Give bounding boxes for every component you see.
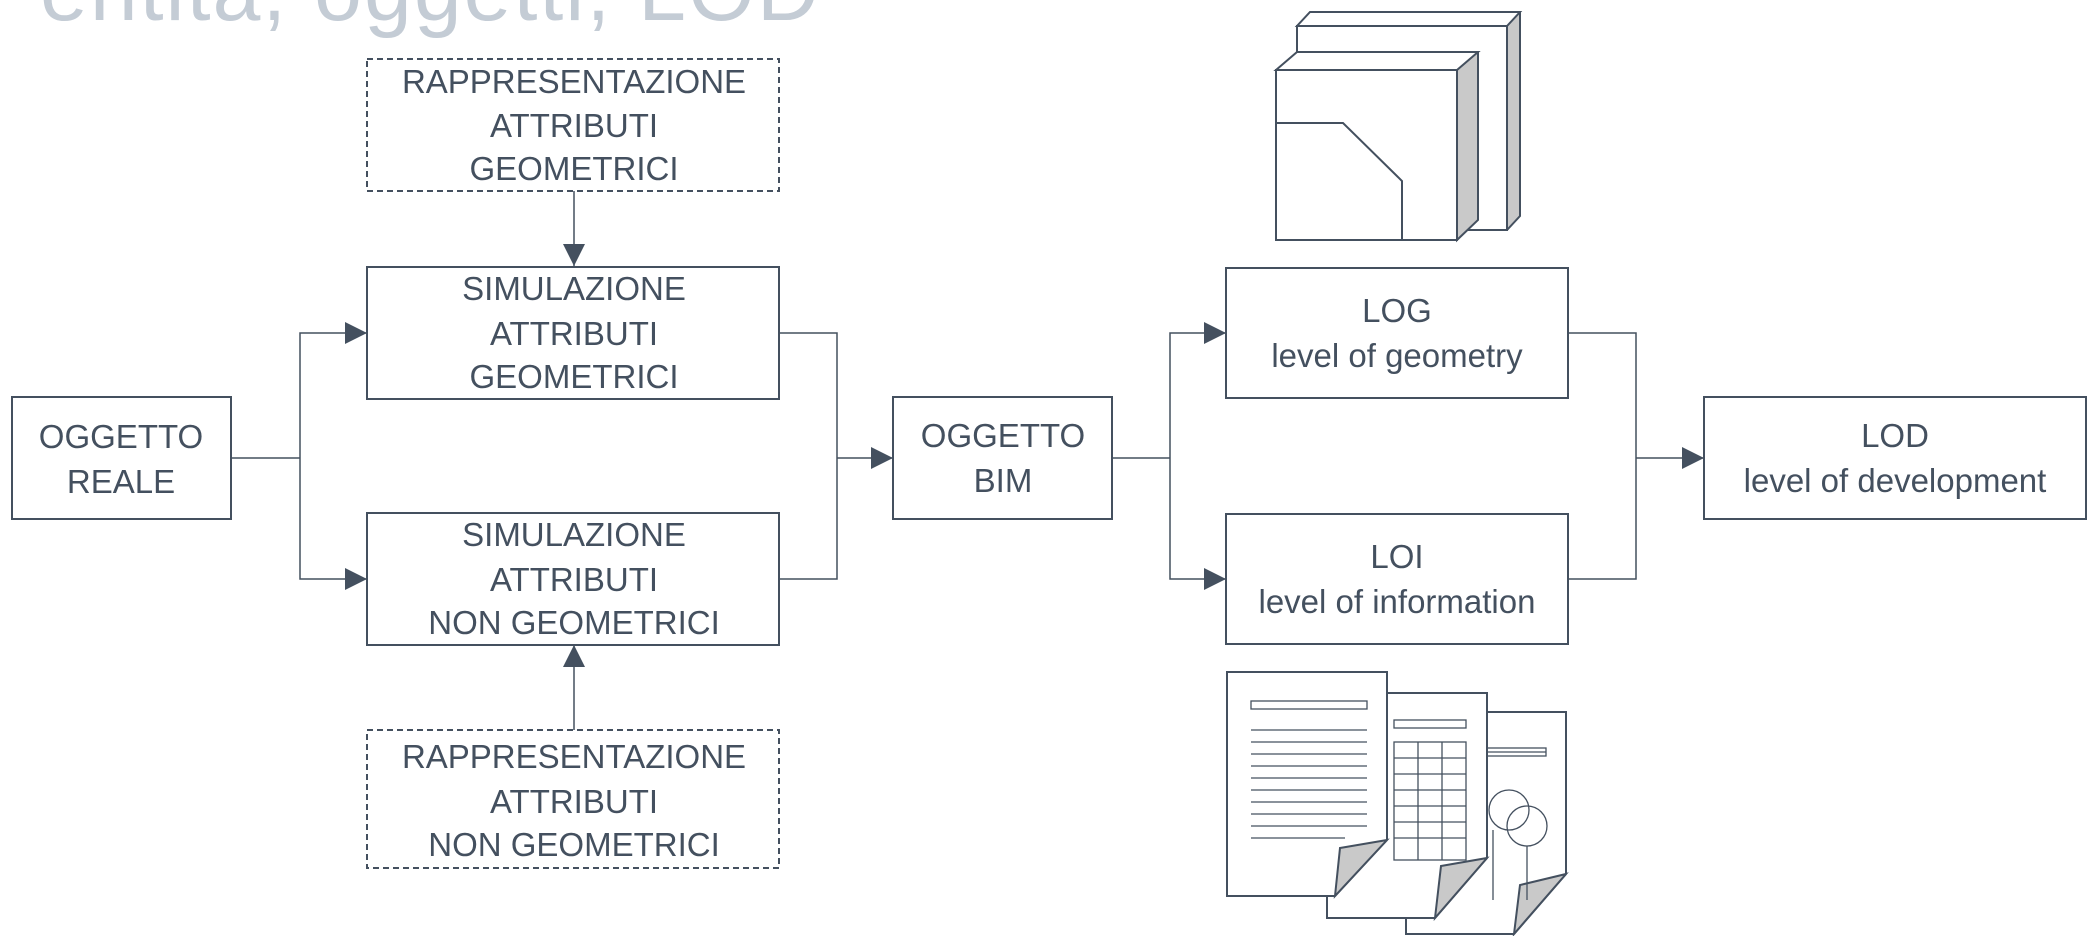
node-label-line: ATTRIBUTI (490, 783, 658, 820)
connector-to-log (1169, 322, 1226, 458)
node-rappresentazione-geometrici: RAPPRESENTAZIONE ATTRIBUTI GEOMETRICI (366, 58, 780, 192)
node-label-line: REALE (67, 463, 175, 500)
connector-log-loi-merge (1568, 332, 1637, 580)
node-label-line: GEOMETRICI (469, 150, 678, 187)
connector-to-sim-nongeo (299, 458, 367, 590)
node-label-line: level of development (1744, 462, 2047, 499)
node-label-line: NON GEOMETRICI (428, 826, 720, 863)
node-label-line: ATTRIBUTI (490, 561, 658, 598)
node-label-line: RAPPRESENTAZIONE (402, 63, 746, 100)
node-simulazione-non-geometrici: SIMULAZIONE ATTRIBUTI NON GEOMETRICI (366, 512, 780, 646)
node-label-line: LOG (1362, 292, 1432, 329)
node-label-line: LOD (1861, 417, 1929, 454)
node-lod: LOD level of development (1703, 396, 2087, 520)
connector-to-sim-geo (299, 322, 367, 458)
3d-blocks-icon (1273, 11, 1523, 243)
page-title: entità, oggetti, LOD (40, 0, 821, 41)
node-label-line: ATTRIBUTI (490, 107, 658, 144)
documents-icon (1226, 671, 1569, 936)
node-label-line: ATTRIBUTI (490, 315, 658, 352)
node-label-line: BIM (974, 462, 1033, 499)
node-label-line: SIMULAZIONE (462, 270, 686, 307)
node-simulazione-geometrici: SIMULAZIONE ATTRIBUTI GEOMETRICI (366, 266, 780, 400)
node-oggetto-reale: OGGETTO REALE (11, 396, 232, 520)
connector-sim-geo-merge (779, 332, 838, 580)
node-loi: LOI level of information (1225, 513, 1569, 645)
node-label-line: SIMULAZIONE (462, 516, 686, 553)
node-label-line: LOI (1370, 538, 1423, 575)
node-label-line: OGGETTO (39, 418, 203, 455)
node-label-line: OGGETTO (921, 417, 1085, 454)
node-oggetto-bim: OGGETTO BIM (892, 396, 1113, 520)
node-label-line: NON GEOMETRICI (428, 604, 720, 641)
node-log: LOG level of geometry (1225, 267, 1569, 399)
connectors (231, 191, 1704, 730)
node-label-line: RAPPRESENTAZIONE (402, 738, 746, 775)
node-label-line: GEOMETRICI (469, 358, 678, 395)
node-label-line: level of geometry (1271, 337, 1523, 374)
node-label-line: level of information (1259, 583, 1536, 620)
node-rappresentazione-non-geometrici: RAPPRESENTAZIONE ATTRIBUTI NON GEOMETRIC… (366, 729, 780, 869)
connector-to-loi (1169, 458, 1226, 590)
